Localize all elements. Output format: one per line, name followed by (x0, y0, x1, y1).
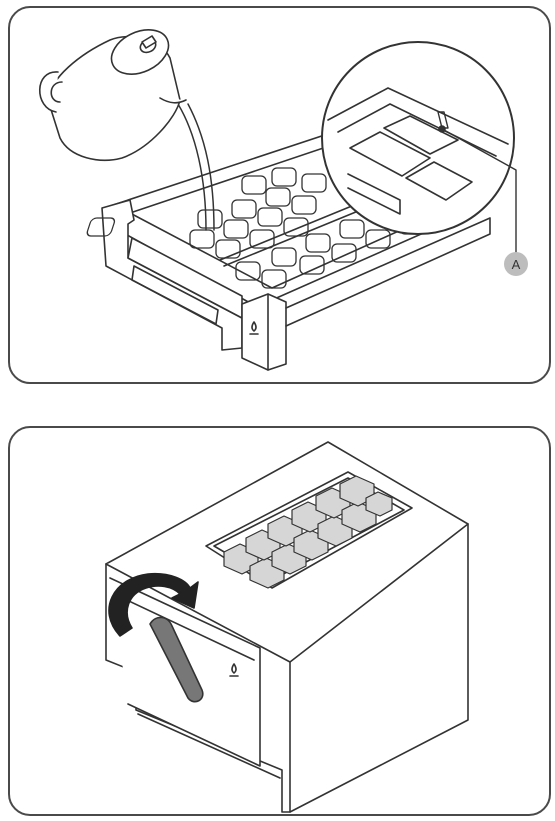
pitcher (40, 21, 186, 160)
magnified-callout (322, 42, 514, 234)
callout-a-badge: A (504, 252, 528, 276)
fill-tray-illustration: A (10, 8, 551, 384)
twist-handle-illustration (10, 428, 551, 816)
callout-a-label: A (512, 257, 521, 272)
twist-handle-panel (8, 426, 551, 816)
fill-tray-panel: A (8, 6, 551, 384)
